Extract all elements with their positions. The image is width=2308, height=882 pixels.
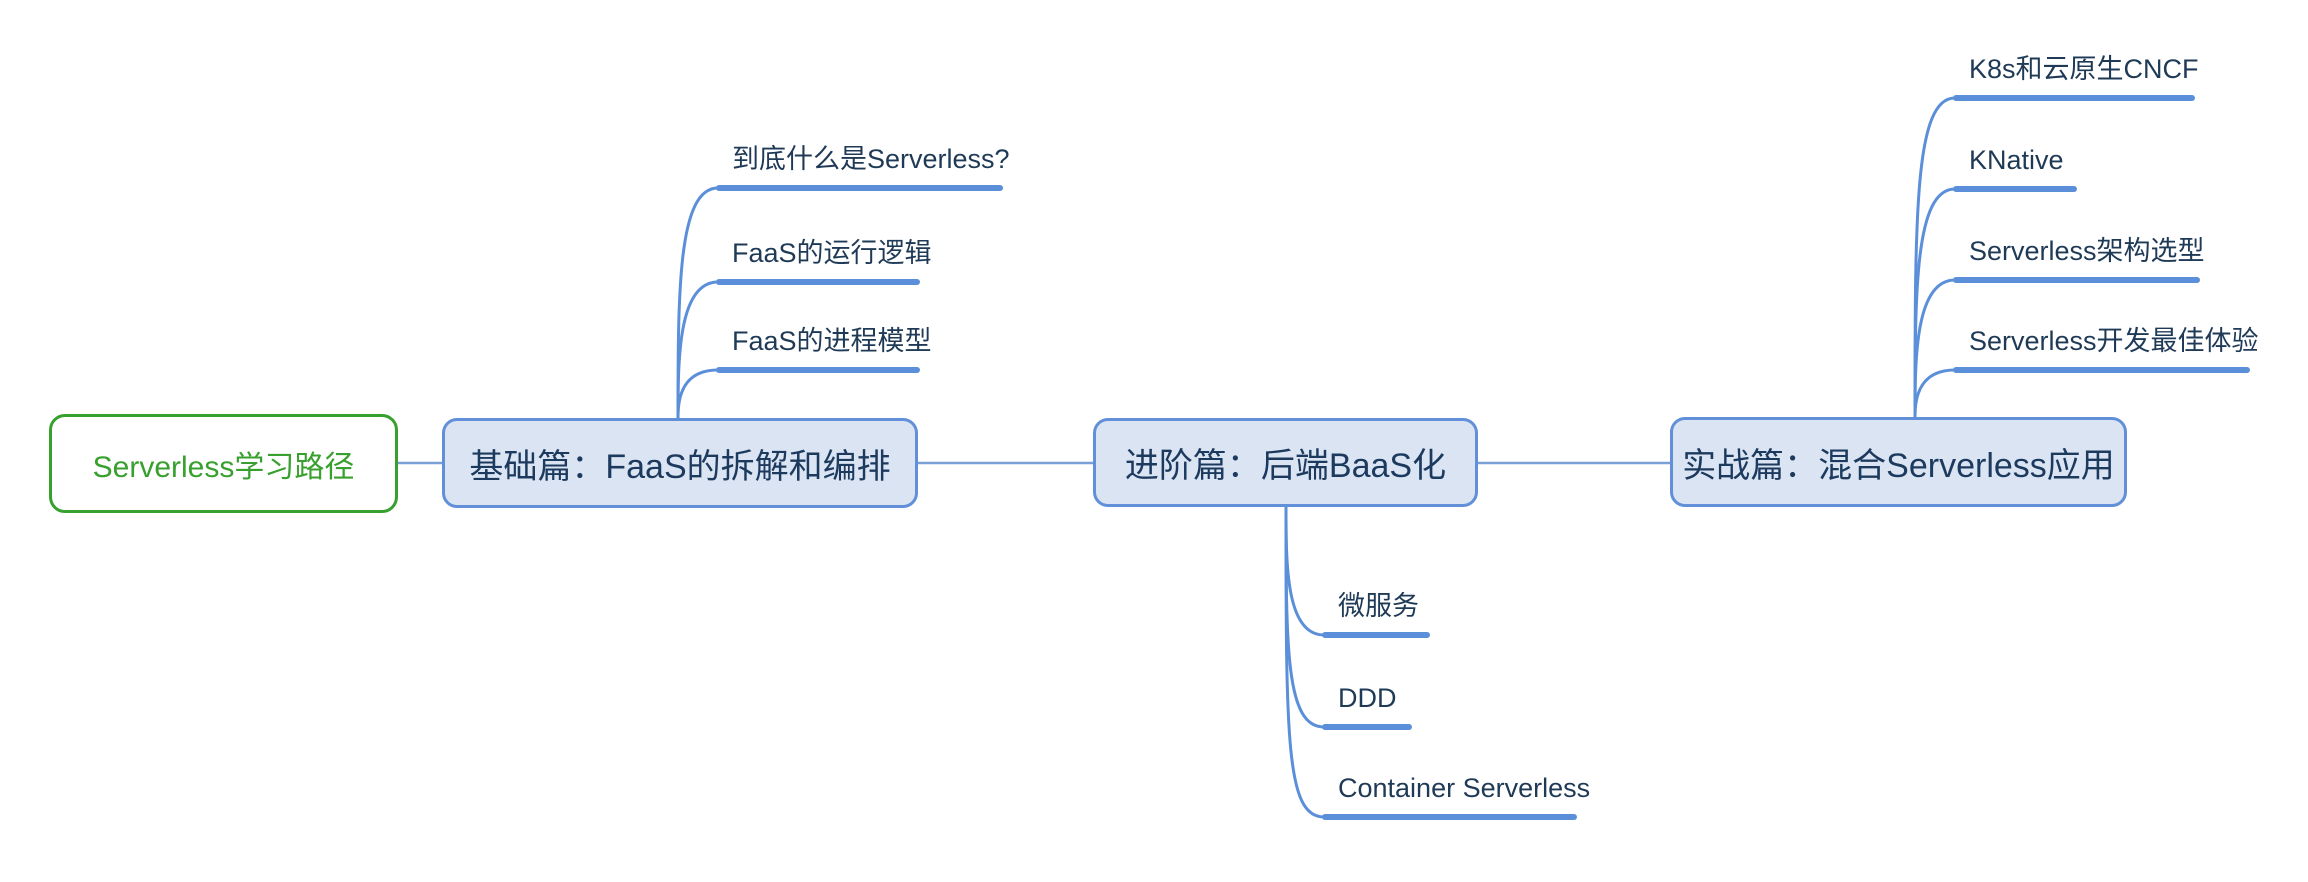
subtopic-underline — [716, 367, 920, 373]
subtopic-underline — [716, 185, 1003, 191]
subtopic-label: Serverless架构选型 — [1969, 236, 2205, 266]
subtopic-container-serverless[interactable]: Container Serverless — [1322, 770, 1591, 820]
subtopic-label: Serverless开发最佳体验 — [1969, 326, 2259, 356]
branch-topic-foundation[interactable]: 基础篇：FaaS的拆解和编排 — [442, 418, 918, 508]
branch-curve — [676, 368, 720, 422]
branch-curve — [676, 186, 720, 422]
root-topic[interactable]: Serverless学习路径 — [49, 414, 398, 513]
subtopic-label: Container Serverless — [1338, 773, 1591, 803]
subtopic-label: K8s和云原生CNCF — [1969, 54, 2199, 84]
subtopic-label: KNative — [1969, 145, 2064, 175]
branch-curve — [1913, 96, 1957, 421]
subtopic-microservices[interactable]: 微服务 — [1322, 588, 1430, 638]
subtopic-serverless-architecture[interactable]: Serverless架构选型 — [1953, 233, 2205, 283]
branch-curve — [1284, 504, 1326, 637]
subtopic-underline — [1953, 186, 2077, 192]
subtopic-label: FaaS的进程模型 — [732, 326, 932, 356]
subtopic-underline — [1953, 367, 2250, 373]
branch-curve — [1913, 368, 1957, 421]
subtopic-what-is-serverless[interactable]: 到底什么是Serverless? — [716, 141, 1010, 191]
subtopic-underline — [1322, 724, 1412, 730]
subtopic-label: FaaS的运行逻辑 — [732, 238, 932, 268]
branch-curve — [1913, 278, 1957, 421]
subtopic-label: 微服务 — [1338, 591, 1419, 621]
subtopic-knative[interactable]: KNative — [1953, 142, 2077, 192]
branch-curve — [676, 280, 720, 422]
subtopic-ddd[interactable]: DDD — [1322, 680, 1412, 730]
branch-topic-label: 进阶篇：后端BaaS化 — [1124, 447, 1447, 485]
subtopic-k8s-cncf[interactable]: K8s和云原生CNCF — [1953, 51, 2199, 101]
subtopic-underline — [1953, 277, 2200, 283]
branch-topic-label: 实战篇：混合Serverless应用 — [1682, 446, 2115, 485]
branch-topic-practice[interactable]: 实战篇：混合Serverless应用 — [1670, 417, 2127, 507]
subtopic-underline — [716, 279, 920, 285]
branch-curve — [1913, 187, 1957, 421]
subtopic-faas-process-model[interactable]: FaaS的进程模型 — [716, 323, 932, 373]
subtopic-label: DDD — [1338, 683, 1397, 713]
subtopic-underline — [1322, 632, 1430, 638]
subtopic-underline — [1322, 814, 1577, 820]
branch-topic-label: 基础篇：FaaS的拆解和编排 — [469, 447, 891, 486]
subtopic-serverless-dev-experience[interactable]: Serverless开发最佳体验 — [1953, 323, 2259, 373]
root-topic-label: Serverless学习路径 — [92, 450, 355, 484]
branch-topic-advanced[interactable]: 进阶篇：后端BaaS化 — [1093, 418, 1478, 507]
subtopic-underline — [1953, 95, 2195, 101]
branch-curve — [1284, 504, 1326, 819]
subtopic-faas-runtime-logic[interactable]: FaaS的运行逻辑 — [716, 235, 932, 285]
branch-curve — [1284, 504, 1326, 729]
subtopic-label: 到底什么是Serverless? — [732, 144, 1010, 174]
